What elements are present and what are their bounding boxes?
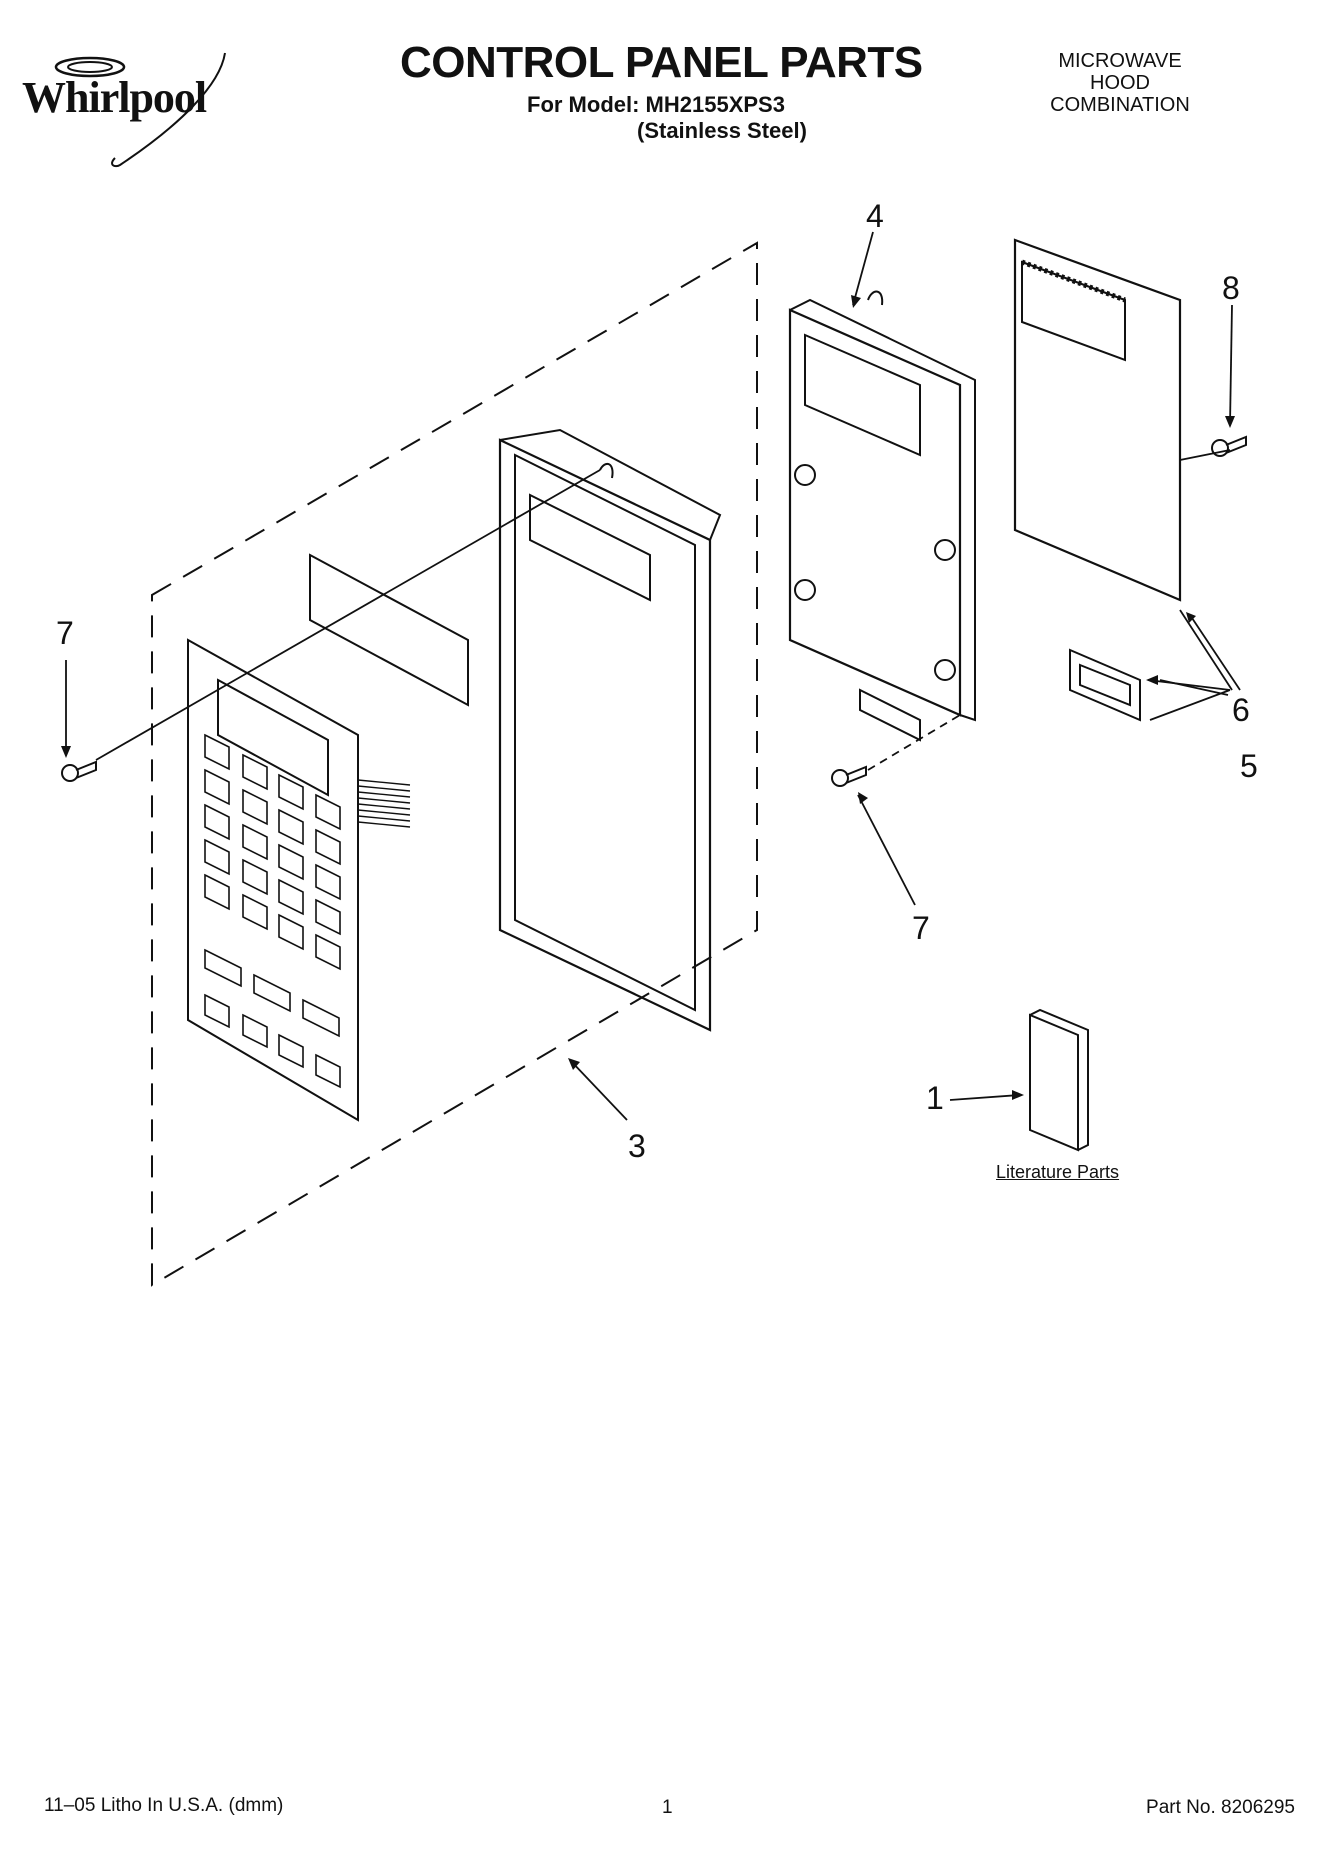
literature-parts-label: Literature Parts [996,1162,1120,1182]
assembly-dashed-outline [151,241,758,1287]
callout-6: 6 [1232,692,1250,728]
logo-swirl-icon [54,52,226,168]
footer-part-number: Part No. 8206295 [1146,1797,1295,1818]
brand-wordmark: Whirlpool [22,73,207,122]
control-box-housing [788,290,976,742]
footer-page-number: 1 [662,1797,673,1818]
callout-3: 3 [628,1128,646,1164]
leader-lines [65,231,1241,1121]
keypad-membrane [187,638,411,1122]
model-line: For Model: MH2155XPS3 [527,92,785,117]
display-window-plate [309,553,469,707]
finish-line: (Stainless Steel) [637,118,807,143]
callout-5: 5 [1240,748,1258,784]
screw-board-icon [1211,435,1247,457]
callout-8: 8 [1222,270,1240,306]
product-type-line-2: HOOD [1090,72,1150,94]
page-title: CONTROL PANEL PARTS [400,38,923,87]
screw-right-icon [831,765,867,787]
callout-7-right: 7 [912,910,930,946]
literature-booklet [1029,1008,1089,1152]
footer-litho: 11–05 Litho In U.S.A. (dmm) [44,1795,284,1816]
control-board [1013,238,1182,602]
product-type-line-1: MICROWAVE [1058,50,1182,72]
product-type-line-3: COMBINATION [1050,94,1190,116]
board-bracket [1069,648,1141,722]
product-type: MICROWAVE HOOD COMBINATION [1030,50,1210,116]
callout-4: 4 [866,198,884,234]
screw-left-icon [61,760,97,782]
arrowheads [61,295,1235,1100]
callout-7-left: 7 [56,615,74,651]
control-panel-frame [498,428,722,1032]
callout-1: 1 [926,1080,944,1116]
